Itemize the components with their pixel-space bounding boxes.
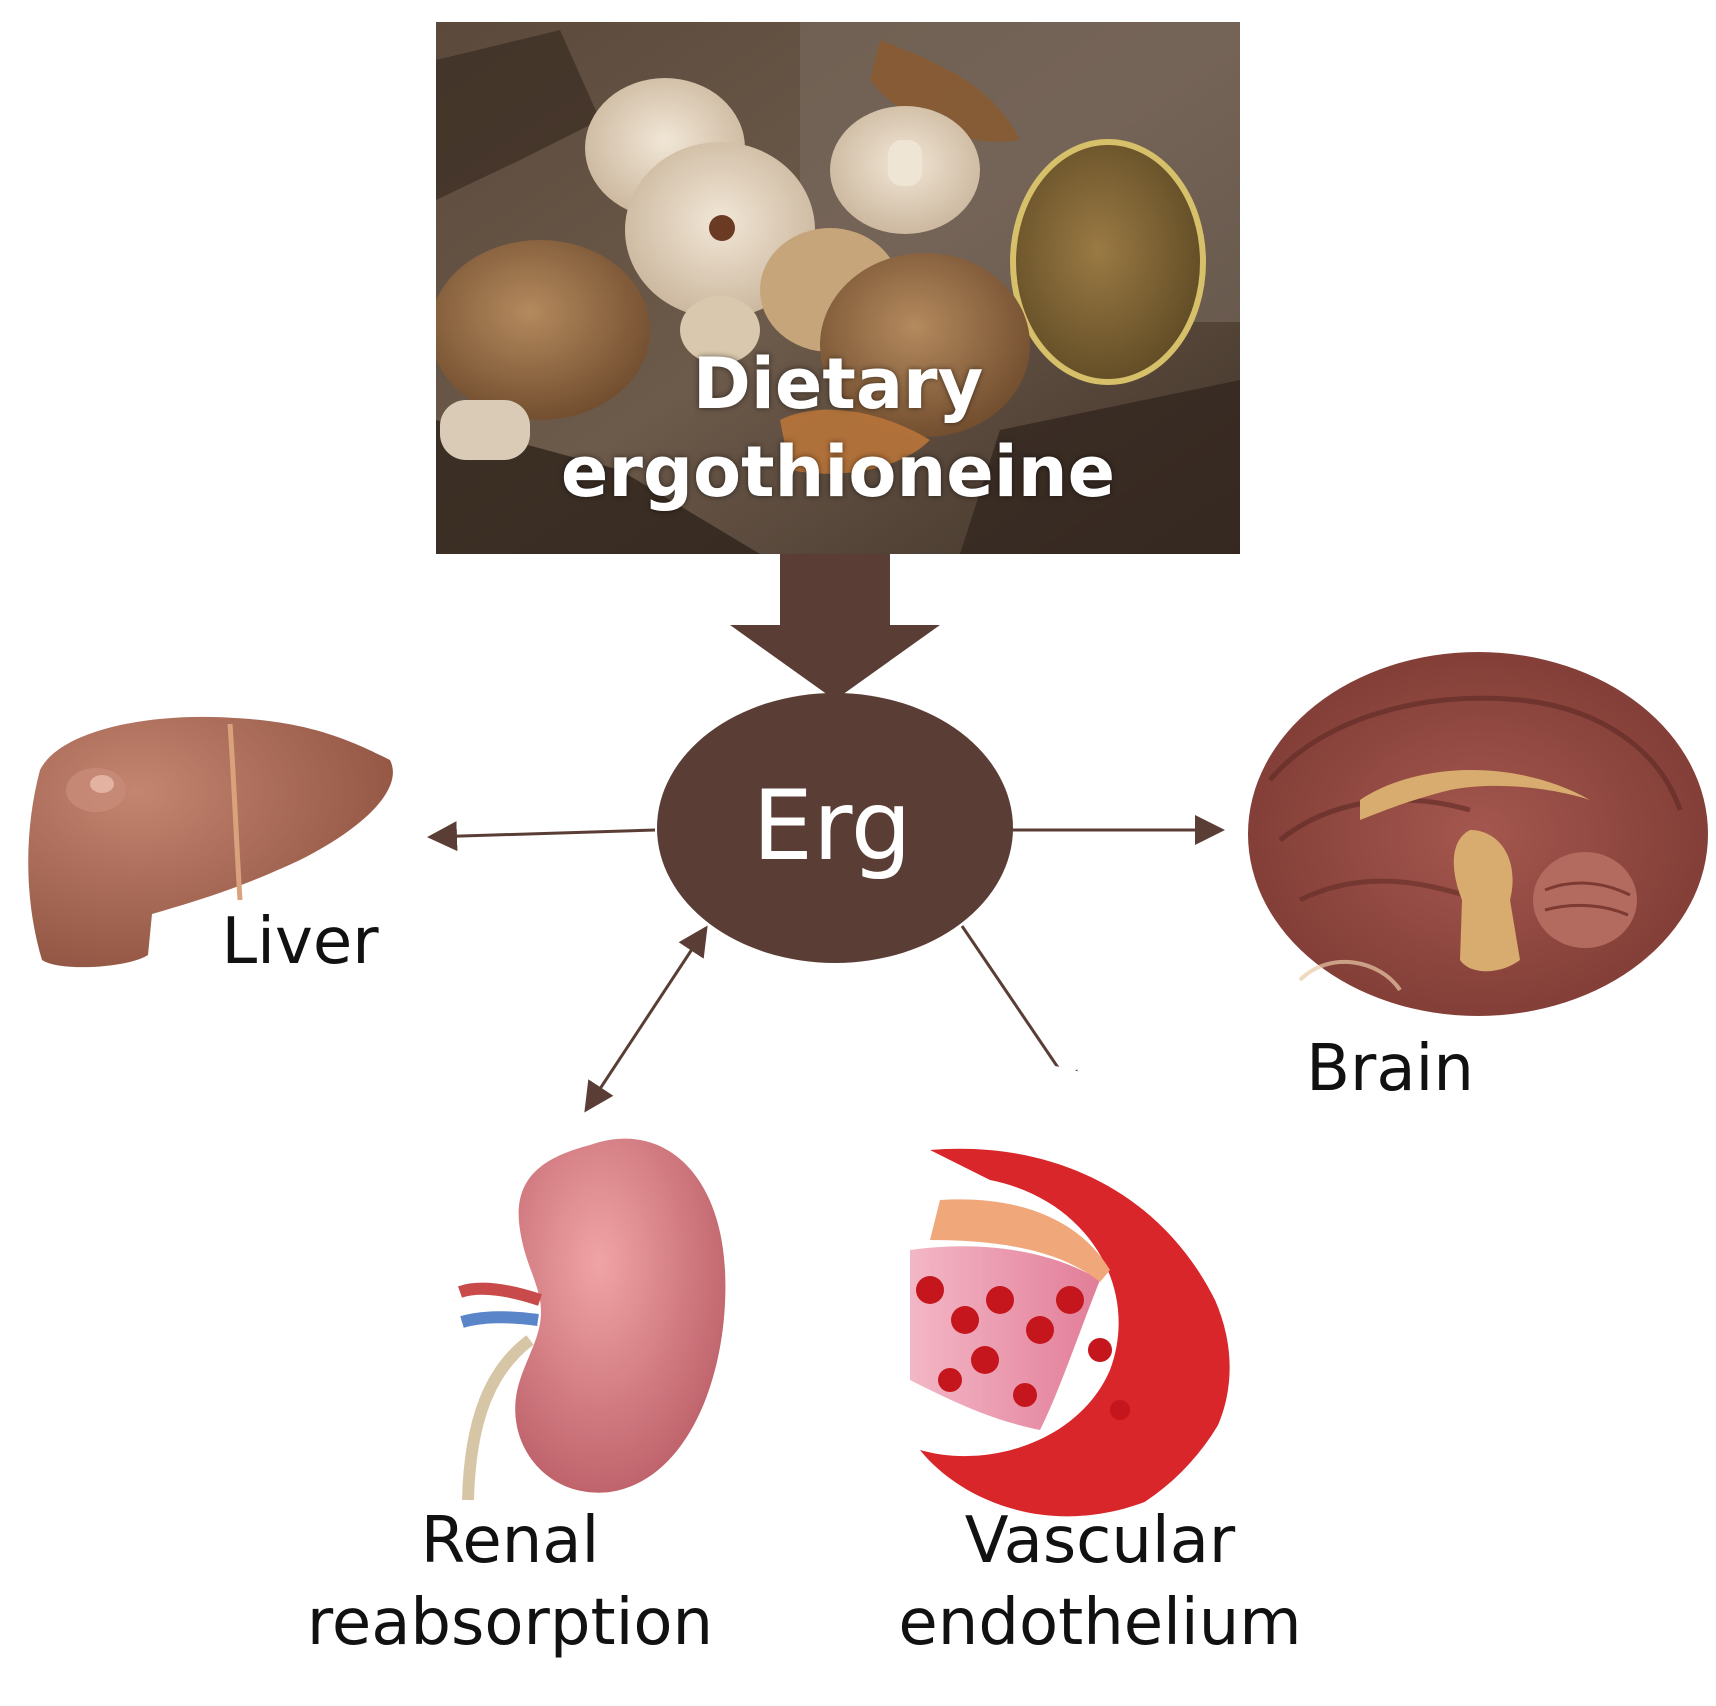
brain-icon	[1248, 652, 1708, 1016]
erg-node	[657, 693, 1013, 963]
liver-icon	[28, 716, 393, 968]
erg-to-liver-arrow	[427, 821, 656, 852]
vascular-label: Vascular endothelium	[840, 1500, 1360, 1664]
vascular-label-line1: Vascular	[964, 1504, 1236, 1578]
erg-label: Erg	[752, 770, 912, 882]
source-to-erg-arrow	[730, 554, 940, 700]
renal-label: Renal reabsorption	[250, 1500, 770, 1664]
erg-renal-bidirectional-arrow	[584, 925, 708, 1113]
blood-vessel-icon	[772, 1062, 1252, 1542]
mushrooms-photo-icon	[436, 22, 1240, 554]
source-title: Dietary ergothioneine	[436, 340, 1240, 516]
renal-label-line2: reabsorption	[306, 1586, 714, 1660]
liver-label: Liver	[221, 905, 379, 979]
kidney-icon	[458, 1138, 726, 1501]
source-title-line2: ergothioneine	[560, 431, 1116, 513]
renal-label-line1: Renal	[420, 1504, 600, 1578]
source-title-line1: Dietary	[692, 343, 984, 425]
vascular-label-line2: endothelium	[898, 1586, 1302, 1660]
brain-label: Brain	[1306, 1032, 1474, 1106]
